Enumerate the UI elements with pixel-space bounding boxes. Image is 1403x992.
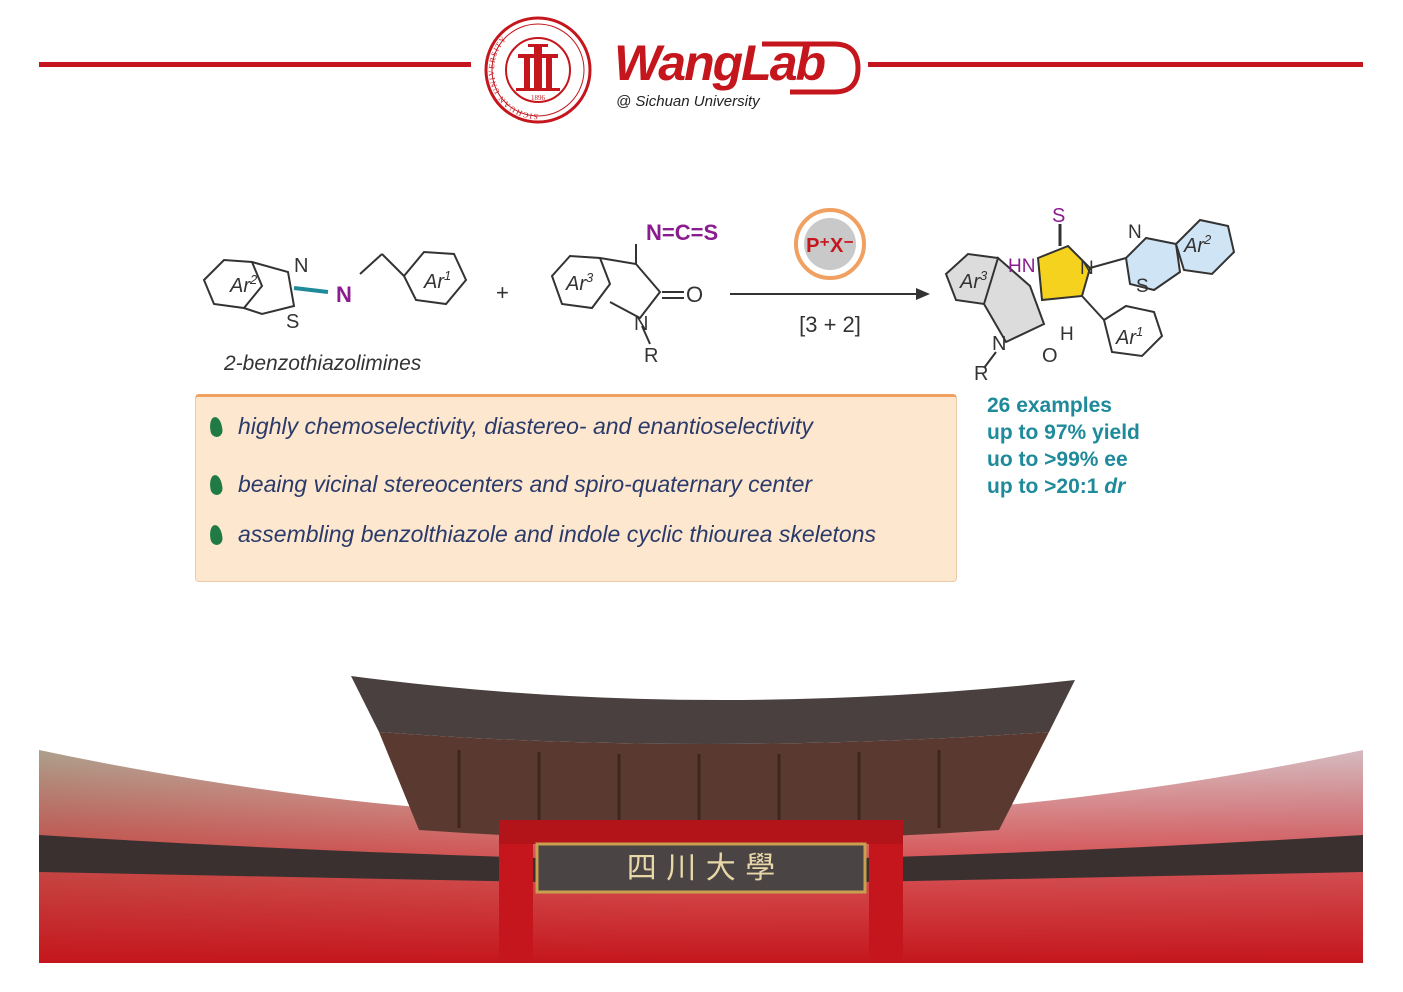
stat-ee: uo to >99% ee <box>987 448 1128 471</box>
feature-text: assembling benzolthiazole and indole cyc… <box>238 521 876 547</box>
stat-dr: up to >20:1 dr <box>987 475 1126 498</box>
reaction-type-label: [3 + 2] <box>799 312 861 337</box>
feature-item: beaing vicinal stereocenters and spiro-q… <box>208 471 813 498</box>
atom-s-thiazole: S <box>286 311 299 333</box>
atom-hn-product: HN <box>1008 256 1035 277</box>
lab-subtitle: @ Sichuan University <box>616 93 761 110</box>
benzo-ring-ar2 <box>202 258 264 310</box>
seal-gate-emblem <box>516 44 560 91</box>
atom-h-product: H <box>1060 324 1074 345</box>
reactant1-label: 2-benzothiazolimines <box>223 352 422 375</box>
atom-s-thiocarbonyl: S <box>1052 205 1065 227</box>
atom-n-imine: N <box>336 282 352 307</box>
catalyst-label: P⁺X⁻ <box>806 235 854 257</box>
svg-text:Ar3: Ar3 <box>959 268 988 293</box>
atom-n-oxindole: N <box>634 313 648 335</box>
atom-n-product-oxindole: N <box>992 333 1006 355</box>
atom-r-oxindole: R <box>644 345 658 367</box>
sichuan-university-seal: SICHUAN UNIVERSITY 1896 <box>484 16 592 124</box>
stat-examples: 26 examples <box>987 394 1112 417</box>
isothiocyanate-group: N=C=S <box>646 220 718 245</box>
seal-year: 1896 <box>531 94 546 102</box>
reaction-scheme: Ar2 N S N Ar1 2-benzothiazolimines + Ar3… <box>202 205 1236 385</box>
product-benzo-ring-ar2 <box>1174 218 1236 276</box>
aryl-ring-ar1 <box>402 250 468 306</box>
svg-text:Ar2: Ar2 <box>229 272 258 297</box>
benzo-ring-ar3 <box>550 254 612 310</box>
atom-n-product: N <box>1080 258 1094 279</box>
svg-text:Ar1: Ar1 <box>423 268 451 293</box>
wanglab-logo: WangLab @ Sichuan University <box>614 35 861 110</box>
thiourea-pentagon <box>1036 244 1092 302</box>
catalyst-icon <box>804 218 856 270</box>
leaf-bullet-icon <box>208 473 224 496</box>
gate-plaque <box>535 842 867 894</box>
feature-item: assembling benzolthiazole and indole cyc… <box>208 521 876 548</box>
feature-item: highly chemoselectivity, diastereo- and … <box>208 413 813 440</box>
header-rule-right <box>868 62 1363 67</box>
atom-n-thiazole: N <box>294 255 308 277</box>
stat-yield: up to 97% yield <box>987 421 1140 444</box>
results-summary: 26 examples up to 97% yield uo to >99% e… <box>987 392 1140 500</box>
svg-text:Ar2: Ar2 <box>1183 232 1212 257</box>
leaf-bullet-icon <box>208 415 224 438</box>
svg-text:Ar3: Ar3 <box>565 270 594 295</box>
product-aryl-ring-ar1 <box>1102 304 1164 358</box>
features-box: highly chemoselectivity, diastereo- and … <box>195 394 957 582</box>
svg-text:Ar1: Ar1 <box>1115 324 1143 349</box>
gate-plaque-text: 四 川 大 學 <box>627 851 776 886</box>
product-thiazole-ring <box>1124 236 1182 292</box>
atom-n-product-thiazole: N <box>1128 222 1142 243</box>
atom-s-product-thiazole: S <box>1136 276 1149 297</box>
feature-text: highly chemoselectivity, diastereo- and … <box>238 413 813 439</box>
atom-o-product: O <box>1042 345 1058 367</box>
plus-sign: + <box>496 280 509 305</box>
atom-r-product: R <box>974 363 988 385</box>
atom-o-oxindole: O <box>686 282 703 307</box>
lab-name: WangLab <box>614 35 826 91</box>
sichuan-university-gate-image: 四 川 大 學 <box>39 676 1363 963</box>
leaf-bullet-icon <box>208 523 224 546</box>
feature-text: beaing vicinal stereocenters and spiro-q… <box>238 471 813 497</box>
header-rule-left <box>39 62 471 67</box>
